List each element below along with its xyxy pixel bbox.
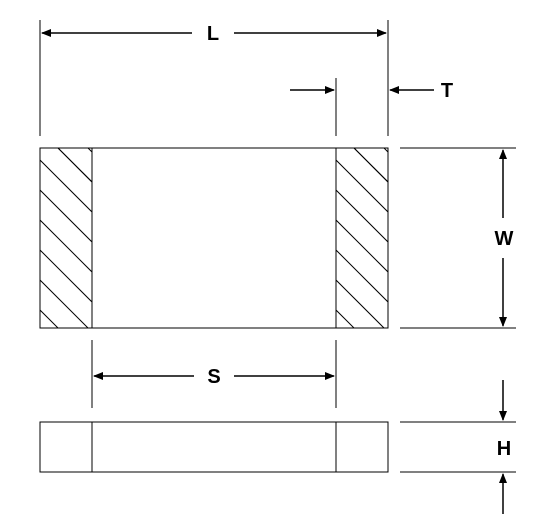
top-view [39, 147, 389, 329]
label-S: S [207, 366, 220, 388]
left-terminal-side [39, 421, 93, 473]
label-L: L [207, 23, 219, 45]
dimension-L: L [39, 20, 389, 136]
label-W: W [495, 228, 514, 250]
dimension-T: T [290, 78, 453, 136]
left-terminal-hatched [40, 148, 92, 328]
label-T: T [441, 80, 453, 102]
dimension-S: S [91, 340, 337, 408]
side-view [39, 421, 389, 473]
right-terminal-side [335, 421, 389, 473]
dimension-H: H [400, 380, 516, 514]
label-H: H [497, 438, 511, 460]
right-terminal-hatched [336, 148, 388, 328]
dimension-W: W [400, 147, 516, 329]
